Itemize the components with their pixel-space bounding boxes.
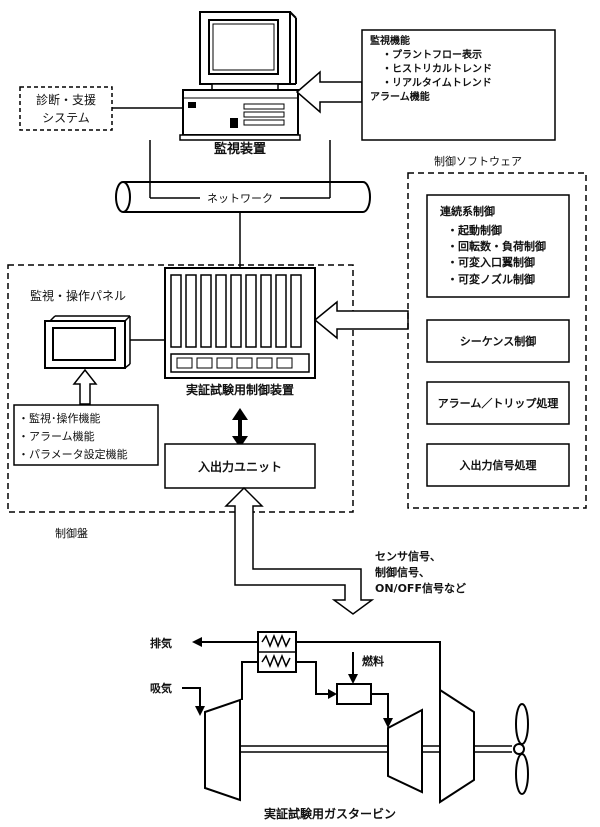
- controller-label: 実証試験用制御装置: [186, 382, 294, 397]
- monitor-function-item: ・ヒストリカルトレンド: [382, 63, 492, 75]
- intake-label: 吸気: [150, 681, 172, 695]
- panel-display: [44, 315, 131, 369]
- continuous-control-item: ・可変入口翼制御: [447, 255, 535, 269]
- panel-function-item: ・監視･操作機能: [18, 411, 101, 425]
- alarm-trip-box: [426, 381, 570, 425]
- continuous-control-item: ・可変ノズル制御: [447, 272, 535, 286]
- control-software-box: [407, 172, 587, 509]
- panel-title: 監視・操作パネル: [30, 288, 126, 303]
- io-signal-label: 入出力信号処理: [460, 458, 537, 472]
- monitor-function-item: ・リアルタイムトレンド: [382, 77, 492, 89]
- monitor-device-label: 監視装置: [214, 141, 266, 157]
- software-arrow: [313, 300, 409, 340]
- sequence-control-label: シーケンス制御: [460, 334, 536, 348]
- gas-turbine-label: 実証試験用ガスタービン: [264, 806, 396, 821]
- network-pipe: [115, 181, 371, 213]
- io-unit-box: [164, 443, 316, 489]
- monitor-functions-title: 監視機能: [370, 34, 410, 47]
- control-board-box: [7, 264, 354, 513]
- network-label: ネットワーク: [207, 192, 273, 205]
- panel-function-item: ・アラーム機能: [18, 429, 95, 443]
- fuel-label: 燃料: [361, 654, 384, 668]
- panel-up-arrow: [72, 368, 98, 405]
- panel-function-item: ・パラメータ設定機能: [18, 447, 128, 461]
- gas-turbine: [182, 631, 529, 804]
- continuous-control-item: ・起動制御: [447, 223, 502, 237]
- panel-functions-box: [13, 404, 159, 466]
- diagnosis-support-label: システム: [42, 111, 90, 125]
- continuous-control-item: ・回転数・負荷制御: [447, 239, 546, 253]
- io-signal-box: [426, 443, 570, 487]
- signal-label: センサ信号、: [375, 549, 441, 563]
- sequence-control-box: [426, 319, 570, 363]
- control-software-title: 制御ソフトウェア: [434, 154, 522, 168]
- signal-pipe-arrow: [224, 486, 375, 615]
- io-unit-label: 入出力ユニット: [198, 459, 282, 474]
- continuous-control-box: [426, 194, 570, 298]
- control-board-label: 制御盤: [55, 526, 88, 540]
- signal-label: ON/OFF信号など: [375, 581, 466, 595]
- monitor-functions-arrow: [295, 70, 363, 114]
- monitor-functions-box: [361, 29, 556, 141]
- alarm-trip-label: アラーム／トリップ処理: [438, 396, 559, 410]
- continuous-control-title: 連続系制御: [440, 204, 495, 218]
- controller-rack: [164, 267, 316, 379]
- monitor-function-item: ・プラントフロー表示: [382, 48, 482, 61]
- monitor-device-computer: [179, 11, 301, 141]
- signal-label: 制御信号、: [375, 565, 430, 579]
- bidirectional-arrow: [232, 408, 248, 448]
- diagnosis-support-label: 診断・支援: [36, 92, 96, 107]
- exhaust-label: 排気: [150, 636, 172, 650]
- alarm-function-label: アラーム機能: [370, 90, 430, 103]
